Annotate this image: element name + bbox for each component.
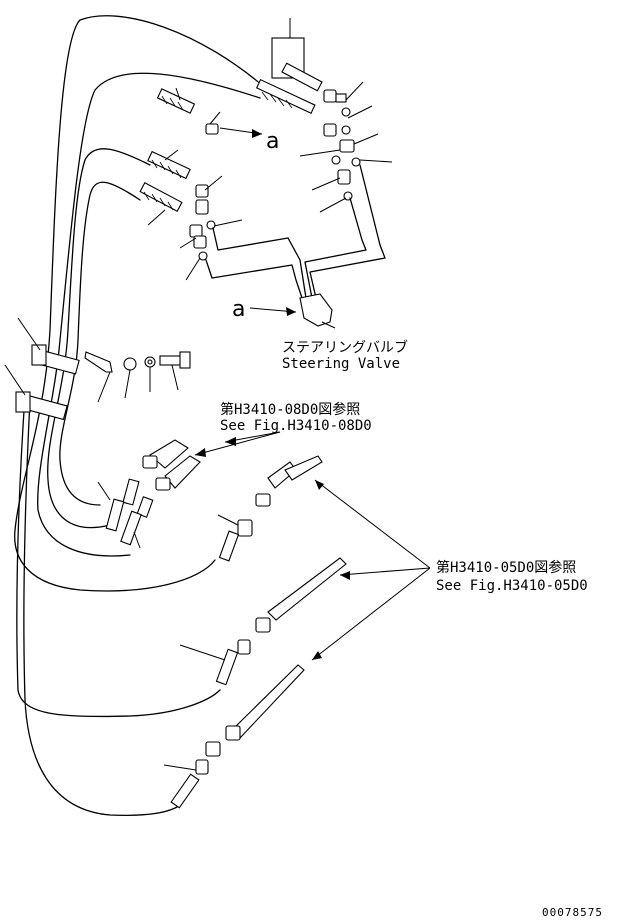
- steering-valve-label-en: Steering Valve: [282, 356, 400, 372]
- hose-line-3: [47, 148, 151, 529]
- bolt-icon: [159, 355, 183, 366]
- detail-arrowhead-upper: [252, 129, 262, 138]
- ref-upper-label-jp: 第H3410-08D0図参照: [220, 401, 360, 418]
- bracket-pin: [84, 351, 113, 373]
- reference-arrows: [194, 431, 431, 661]
- ref-upper-label-en: See Fig.H3410-08D0: [220, 418, 372, 434]
- lower-hose-ends: [163, 557, 347, 809]
- clamp-plate-upper: [31, 344, 47, 366]
- hose-line-2: [37, 72, 261, 557]
- detail-marker-lower: a: [232, 297, 245, 322]
- detail-arrowhead-lower: [286, 307, 296, 316]
- spacer-icon: [123, 357, 137, 371]
- bolt-set: [84, 351, 191, 403]
- detail-marker-upper: a: [266, 129, 279, 154]
- upper-hose-ends: [139, 18, 393, 281]
- hose-line-6: [23, 399, 184, 816]
- ref-lower-label-jp: 第H3410-05D0図参照: [436, 559, 576, 576]
- steering-valve-body: [299, 293, 333, 327]
- steering-valve-piping: [205, 127, 386, 329]
- drawing-number: 00078575: [542, 906, 603, 919]
- hose-line-5: [16, 394, 221, 718]
- hose-bundle: [14, 15, 271, 816]
- ref-lower-label-en: See Fig.H3410-05D0: [436, 578, 588, 594]
- clamp-plate-lower: [15, 391, 31, 413]
- steering-valve-label-jp: ステアリングバルブ: [282, 339, 408, 356]
- clamp-brackets: [4, 317, 80, 421]
- middle-hose-ends: [97, 439, 323, 562]
- hose-line-1: [14, 15, 271, 592]
- hose-line-4: [59, 181, 141, 506]
